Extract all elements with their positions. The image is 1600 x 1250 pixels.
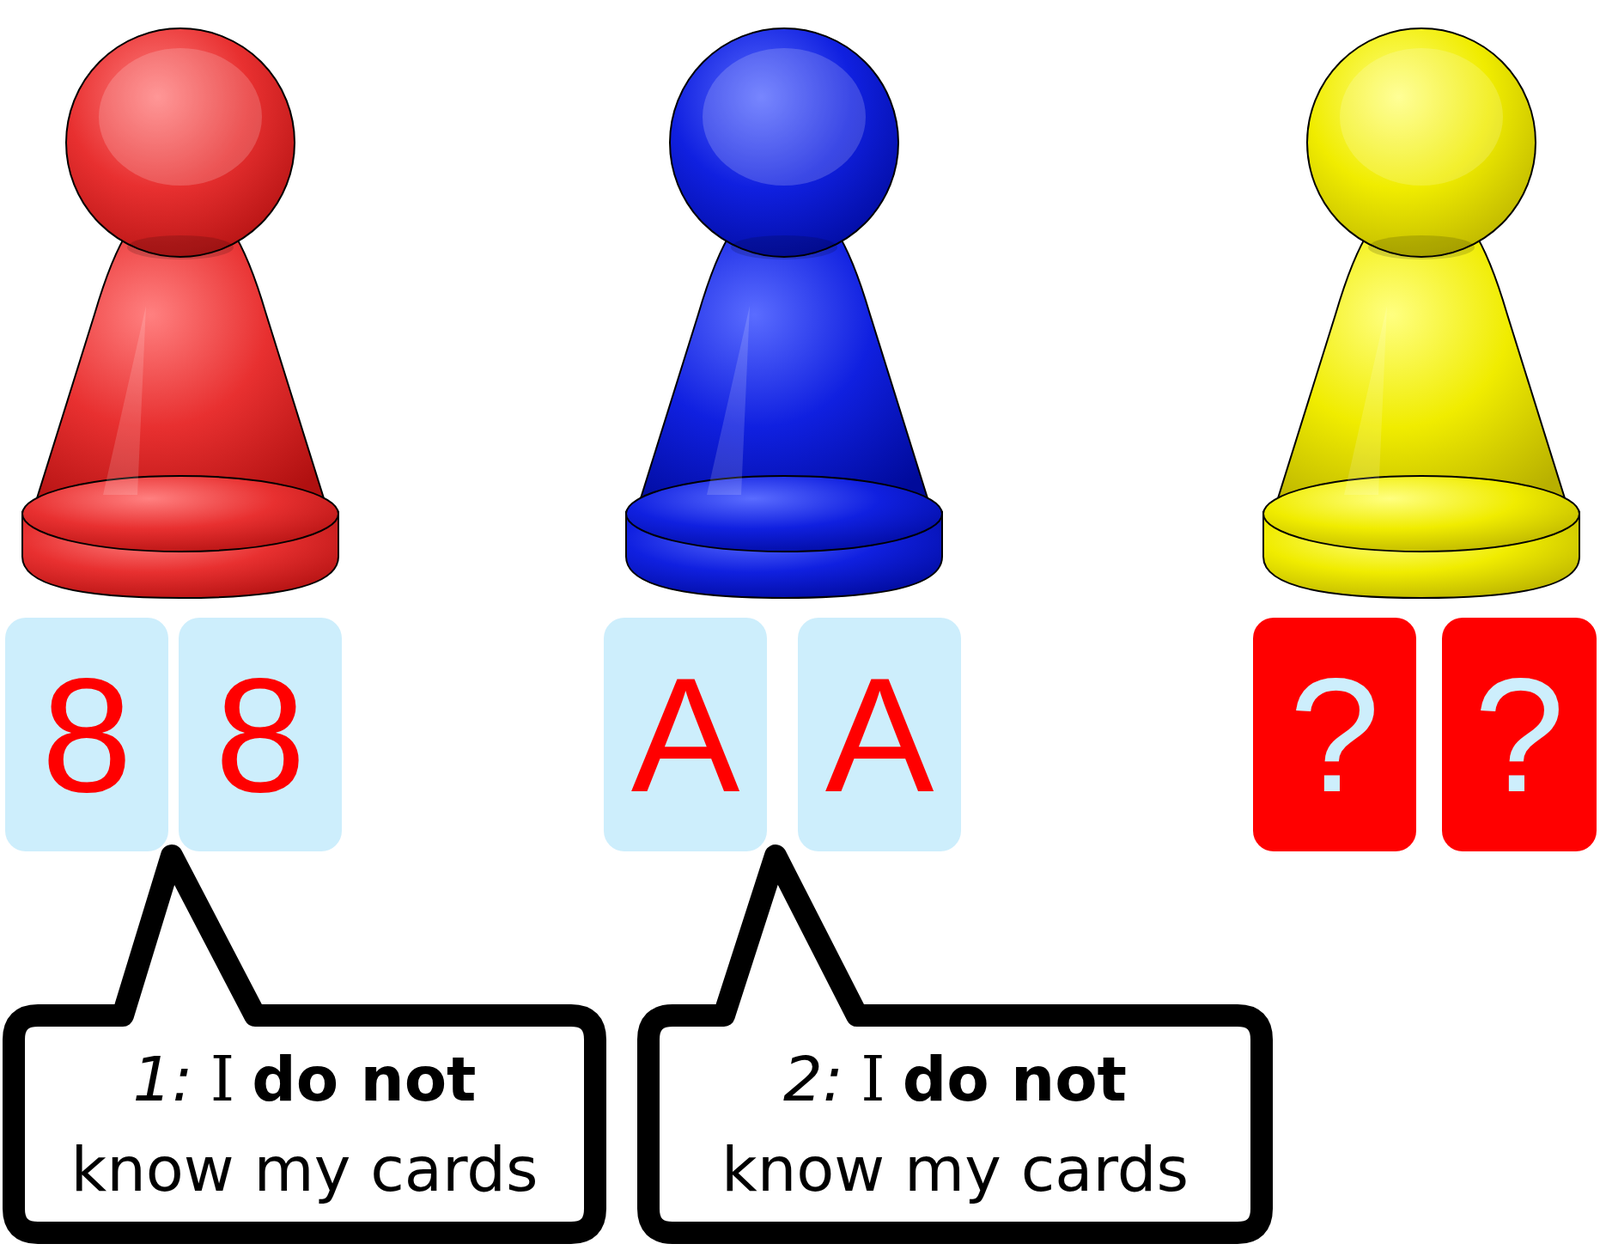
yellow-pawn [1263, 28, 1580, 598]
bubble-text: 1: [132, 1042, 193, 1115]
speech-bubble [648, 855, 1262, 1233]
bubble-text: do not [902, 1042, 1127, 1115]
bubble-line: 1:Ido not [132, 1034, 476, 1124]
bubble-line: know my cards [70, 1124, 538, 1214]
bubble-line: 2:Ido not [783, 1034, 1127, 1124]
card-value: A [631, 652, 741, 816]
speech-bubble-text: 2:Ido not know my cards [665, 1030, 1245, 1217]
card-value: ? [1289, 652, 1381, 816]
card-value: 8 [214, 652, 306, 816]
playing-card: A [603, 617, 767, 852]
playing-card: ? [1253, 617, 1417, 852]
speech-bubble [13, 855, 596, 1233]
playing-card: 8 [178, 617, 342, 852]
card-value: 8 [41, 652, 133, 816]
bubble-text: do not [251, 1042, 476, 1115]
bubble-text: know my cards [721, 1132, 1189, 1205]
bubble-line: know my cards [721, 1124, 1189, 1214]
bubble-text: 2: [783, 1042, 844, 1115]
blue-pawn [626, 28, 943, 598]
playing-card: ? [1441, 617, 1597, 852]
card-value: ? [1473, 652, 1565, 816]
card-value: A [825, 652, 935, 816]
speech-bubble-text: 1:Ido not know my cards [30, 1030, 578, 1217]
bubble-text: I [210, 1042, 235, 1115]
bubble-text: I [860, 1042, 885, 1115]
bubble-text: know my cards [70, 1132, 538, 1205]
playing-card: 8 [5, 617, 169, 852]
red-pawn [22, 28, 339, 598]
playing-card: A [797, 617, 962, 852]
